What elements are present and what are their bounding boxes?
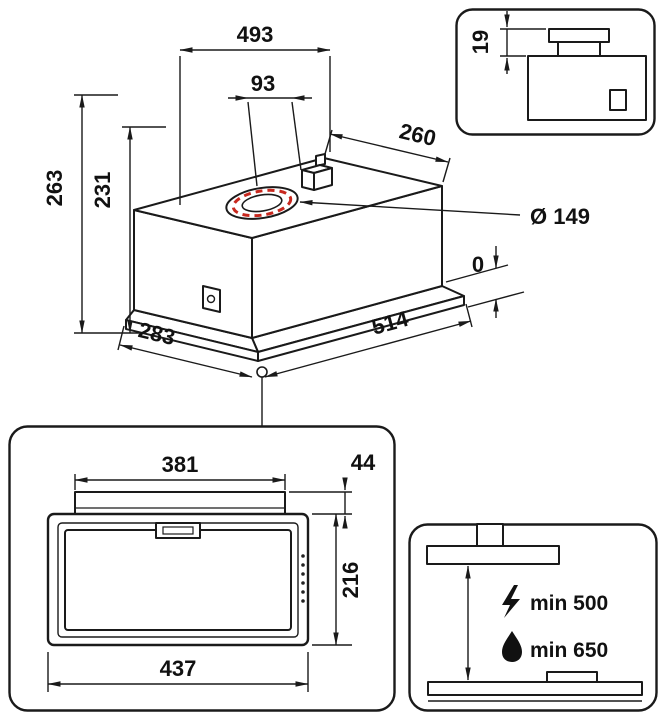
- dim-duct-offset: 93: [228, 71, 312, 187]
- dim-label-381: 381: [162, 452, 199, 477]
- front-view: 381 44 216 437: [8, 425, 396, 712]
- dim-label-216: 216: [338, 562, 363, 599]
- glass-panel: [64, 529, 292, 631]
- control-buttons: [301, 554, 305, 603]
- chimney-detail-view: 19: [455, 8, 656, 136]
- dim-flush-zero: 0: [445, 246, 525, 318]
- pan-profile: [546, 671, 598, 683]
- dim-label-0: 0: [472, 252, 484, 277]
- dim-label-231: 231: [90, 172, 115, 209]
- duct-damper-ring: [231, 188, 293, 218]
- detail-marker-circle: [256, 366, 268, 378]
- duct-opening: [225, 186, 299, 220]
- dim-label-44: 44: [351, 450, 376, 475]
- dim-label-437: 437: [160, 656, 197, 681]
- dim-label-19: 19: [468, 30, 493, 54]
- gas-clearance-label: min 650: [530, 639, 608, 662]
- detail-collar: [557, 41, 601, 57]
- dim-top-recess: 44: [289, 450, 376, 529]
- flame-icon: [502, 631, 522, 662]
- dim-label-93: 93: [251, 71, 275, 96]
- dim-duct-diameter: Ø 149: [299, 200, 590, 229]
- dim-total-height: 263: [42, 94, 140, 334]
- dim-opening-width: 381: [74, 452, 286, 490]
- dim-width-top: 493: [179, 22, 331, 205]
- dim-collar-height: 19: [468, 11, 546, 74]
- dim-label-diameter: Ø 149: [530, 204, 590, 229]
- side-switch: [202, 285, 221, 313]
- dim-front-height: 216: [312, 513, 363, 646]
- filter-latch-slot: [162, 526, 194, 535]
- duct-inner-ring: [241, 193, 283, 213]
- hood-profile: [426, 545, 560, 565]
- power-connector-box: [301, 153, 333, 191]
- air-outlet-strip: [74, 491, 286, 515]
- dim-label-263: 263: [42, 170, 67, 207]
- detail-hood-body: [527, 55, 647, 121]
- installation-clearance-view: min 500 min 650: [408, 523, 658, 712]
- dim-body-width-front: 437: [47, 652, 309, 692]
- electric-clearance-label: min 500: [530, 592, 608, 615]
- detail-collar-flange: [548, 28, 610, 43]
- dim-label-260: 260: [397, 118, 438, 151]
- lightning-bolt-icon: [502, 585, 520, 618]
- detail-connector: [609, 89, 627, 111]
- dim-body-height: 231: [90, 126, 166, 334]
- cooktop-profile: [427, 681, 643, 696]
- detail-panel-clearance: [408, 523, 658, 712]
- dim-label-493: 493: [237, 22, 274, 47]
- isometric-view: 493 93 263 231 260: [42, 22, 590, 426]
- chimney-profile: [476, 523, 504, 547]
